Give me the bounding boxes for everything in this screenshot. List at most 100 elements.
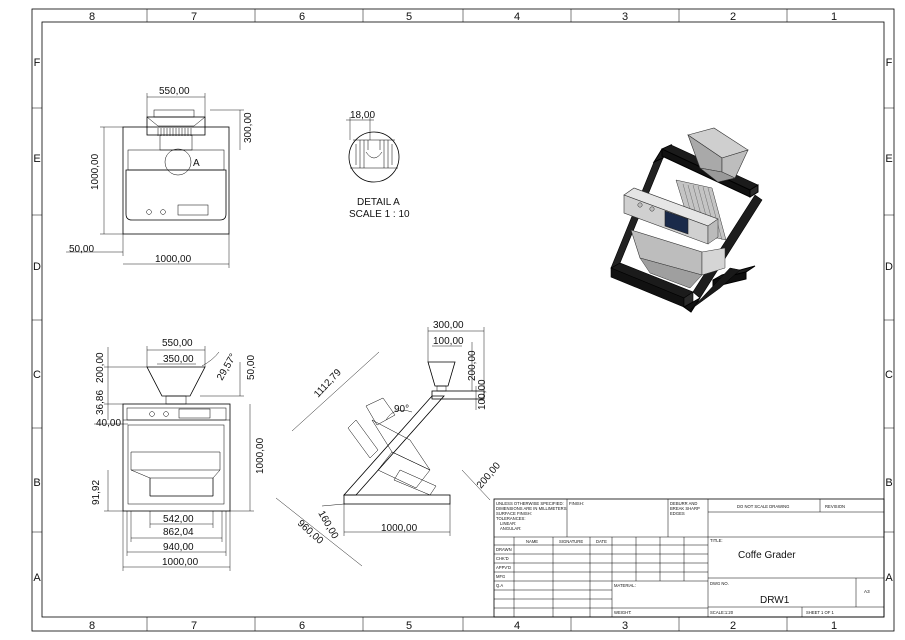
tb-note: UNLESS OTHERWISE SPECIFIED:	[496, 501, 564, 506]
front-view-display	[177, 204, 209, 216]
tb-deburr: DEBURR AND	[670, 501, 697, 506]
zone-col-label: 2	[730, 620, 736, 632]
front-view: A 550,00 300,00 1000,00 50,00 1000,00	[66, 86, 254, 268]
tb-sheet: SHEET 1 OF 1	[806, 610, 835, 615]
detail-a-view: 18,00 DETAIL A SCALE 1 : 10	[346, 110, 410, 220]
isometric-view	[610, 127, 763, 313]
zone-col-label: 2	[730, 11, 736, 23]
dim-label: 300,00	[243, 112, 254, 143]
tb-note: TOLERANCES:	[496, 516, 525, 521]
tb-header: DATE	[596, 539, 607, 544]
zone-col-label: 8	[89, 11, 95, 23]
front-view-knob	[146, 209, 152, 215]
zone-col-label: 6	[299, 11, 305, 23]
dim-label: 1000,00	[255, 437, 266, 474]
zone-labels-left: F E D C B A	[33, 57, 41, 584]
zone-labels-bottom: 8 7 6 5 4 3 2 1	[89, 620, 837, 632]
dim-label: 862,04	[163, 527, 194, 538]
zone-row-label: A	[885, 572, 893, 584]
dim-label: 542,00	[163, 514, 194, 525]
zone-col-label: 5	[406, 11, 412, 23]
detail-callout-circle	[164, 148, 192, 176]
front-view-hopper-lid	[153, 109, 195, 118]
dim-label: 36,86	[95, 390, 106, 415]
dim-label: 1112,79	[312, 367, 344, 400]
zone-row-label: F	[886, 57, 893, 69]
zone-row-label: C	[885, 369, 893, 381]
zone-col-label: 4	[514, 620, 520, 632]
zone-col-label: 3	[622, 620, 628, 632]
detail-title: DETAIL A	[357, 197, 400, 208]
zone-row-label: E	[33, 153, 40, 165]
zone-row-label: B	[885, 477, 892, 489]
dim-label: 550,00	[162, 338, 193, 349]
zone-col-label: 1	[831, 620, 837, 632]
zone-row-label: F	[34, 57, 41, 69]
dim-label: 40,00	[96, 418, 121, 429]
zone-labels-top: 8 7 6 5 4 3 2 1	[89, 11, 837, 23]
zone-col-label: 7	[191, 11, 197, 23]
side-view-hopper	[146, 366, 206, 397]
dim-label: 18,00	[350, 110, 375, 121]
zone-row-label: A	[33, 572, 41, 584]
zone-labels-right: F E D C B A	[885, 57, 893, 584]
tb-role: MFG	[496, 574, 505, 579]
detail-a-circle	[348, 131, 400, 183]
dim-label: 90°	[394, 404, 409, 415]
detail-scale: SCALE 1 : 10	[349, 209, 410, 220]
drawing-number: DRW1	[760, 595, 790, 606]
tb-revision-label: REVISION	[825, 504, 845, 509]
zone-col-label: 6	[299, 620, 305, 632]
side-view: 550,00 350,00 29,57° 50,00 200,00 36,86 …	[91, 338, 266, 571]
tb-note: ANGULAR:	[500, 526, 521, 531]
dim-label: 1000,00	[162, 557, 199, 568]
dim-label: 940,00	[163, 542, 194, 553]
tb-no-scale: DO NOT SCALE DRAWING	[737, 504, 789, 509]
zone-col-label: 5	[406, 620, 412, 632]
front-view-panel	[125, 169, 227, 221]
tb-title-label: TITLE:	[710, 538, 723, 543]
tb-note: LINEAR:	[500, 521, 516, 526]
tb-scale: SCALE:1:20	[710, 610, 734, 615]
zone-row-label: D	[33, 261, 41, 273]
tb-note: SURFACE FINISH:	[496, 511, 532, 516]
section-view: 90° 300,00 100,00 200,00 1112,79 100,00 …	[275, 320, 503, 567]
tb-note: DIMENSIONS ARE IN MILLIMETERS	[496, 506, 567, 511]
tb-role: CHK'D	[496, 556, 509, 561]
drawing-title: Coffe Grader	[738, 550, 796, 561]
dim-label: 200,00	[95, 352, 106, 383]
dim-label: 29,57°	[215, 352, 239, 383]
tb-role: DRAWN	[496, 547, 512, 552]
zone-ticks	[32, 9, 894, 631]
section-hopper	[427, 361, 456, 387]
detail-callout-label: A	[193, 158, 200, 169]
tb-deburr: BREAK SHARP	[670, 506, 700, 511]
dim-label: 50,00	[69, 244, 94, 255]
tb-finish-label: FINISH:	[569, 501, 584, 506]
dim-label: 550,00	[159, 86, 190, 97]
front-view-body	[122, 126, 230, 235]
tb-dwg-label: DWG NO.	[710, 581, 729, 586]
title-block: UNLESS OTHERWISE SPECIFIED: DIMENSIONS A…	[493, 498, 885, 618]
dim-label: 1000,00	[381, 523, 418, 534]
tb-role: APPV'D	[496, 565, 511, 570]
zone-col-label: 1	[831, 11, 837, 23]
dim-label: 200,00	[467, 350, 478, 381]
zone-row-label: E	[885, 153, 892, 165]
iso-display	[664, 210, 689, 235]
dim-label: 300,00	[433, 320, 464, 331]
section-diagonal	[343, 395, 445, 496]
dim-label: 1000,00	[155, 254, 192, 265]
sheet-size: A3	[864, 589, 870, 594]
tb-material-label: MATERIAL:	[614, 583, 636, 588]
tb-header: NAME	[526, 539, 538, 544]
front-view-knob	[160, 209, 166, 215]
dim-label: 200,00	[475, 460, 503, 491]
zone-row-label: C	[33, 369, 41, 381]
zone-col-label: 4	[514, 11, 520, 23]
zone-row-label: D	[885, 261, 893, 273]
section-base	[343, 494, 451, 505]
zone-col-label: 8	[89, 620, 95, 632]
dim-label: 100,00	[433, 336, 464, 347]
